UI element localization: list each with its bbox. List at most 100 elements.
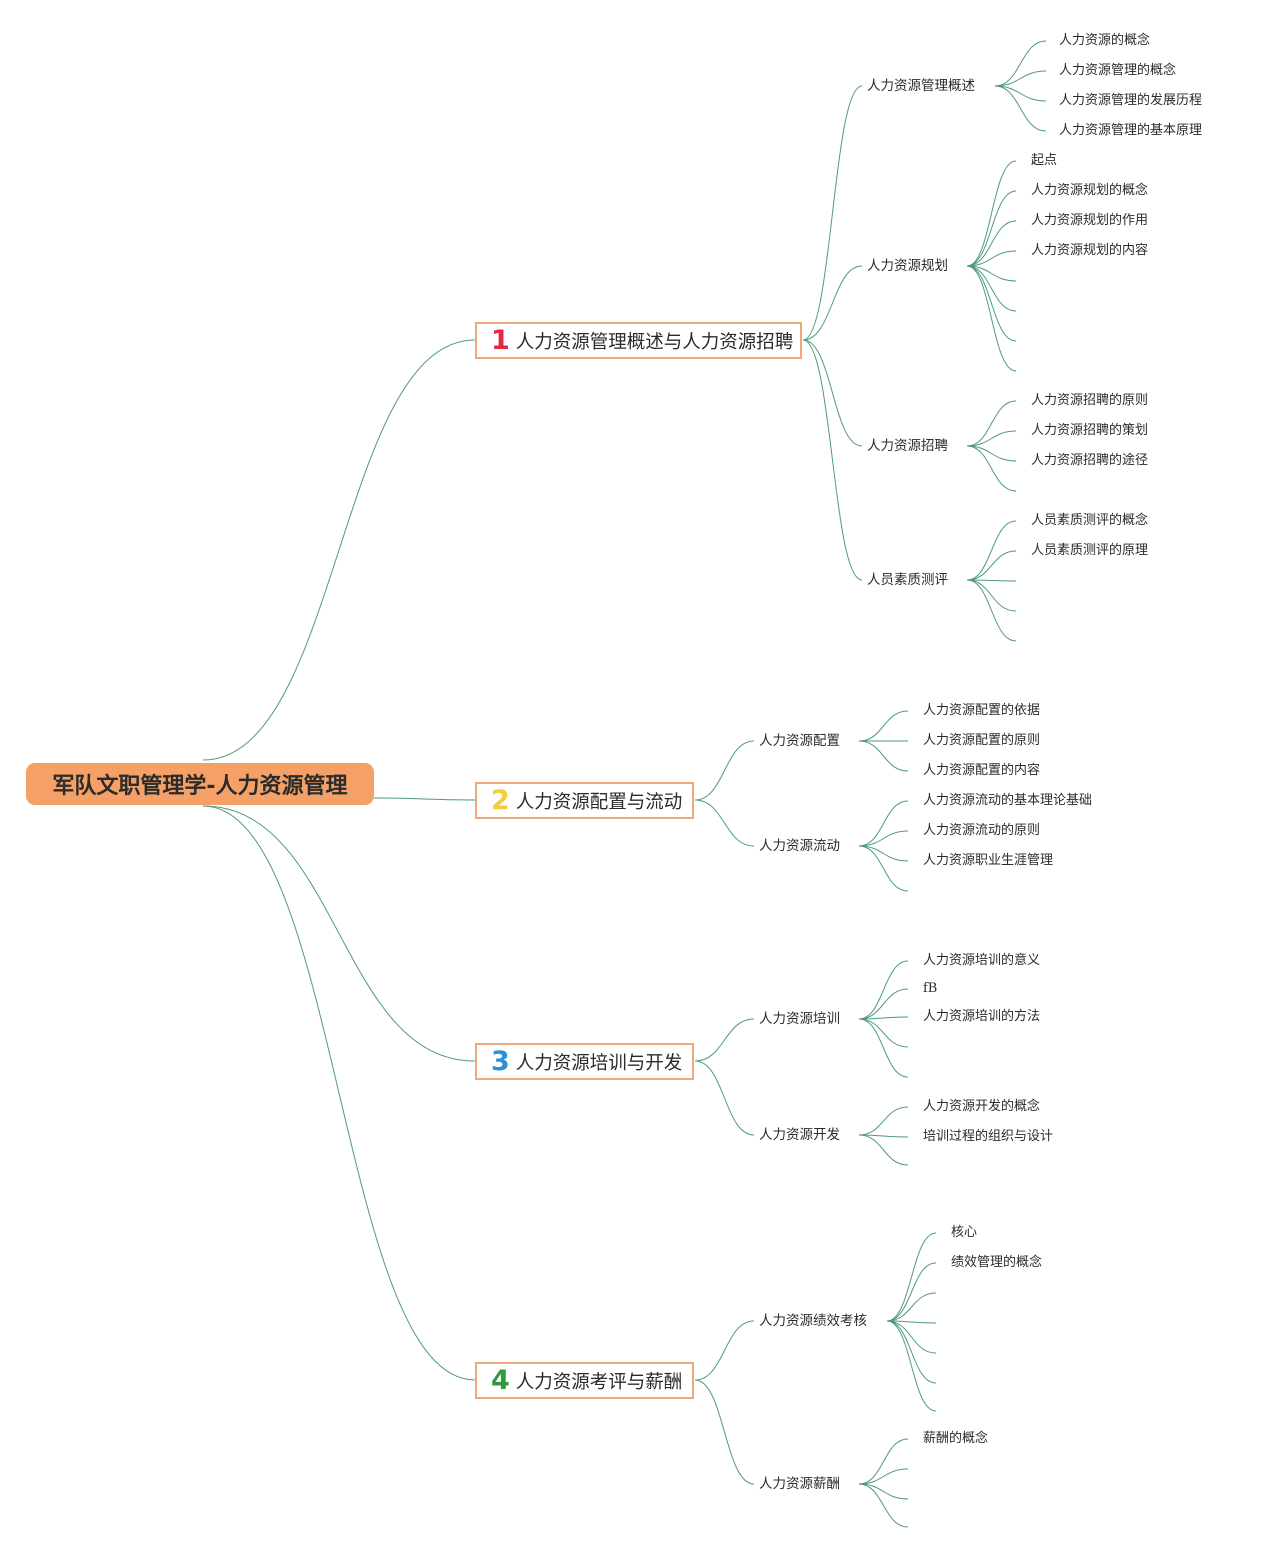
- leaf-node[interactable]: 人力资源配置的依据: [923, 703, 1041, 718]
- leaf-node[interactable]: 人力资源开发的概念: [923, 1099, 1041, 1114]
- subtopic-node[interactable]: 人力资源招聘: [867, 438, 948, 454]
- leaf-link-line: [886, 1320, 937, 1412]
- branch-link-line: [694, 1379, 755, 1485]
- leaf-node[interactable]: 人力资源流动的基本理论基础: [923, 793, 1093, 808]
- leaf-link-line: [858, 1483, 909, 1528]
- leaf-node[interactable]: 薪酬的概念: [923, 1431, 989, 1446]
- root-node-label: 军队文职管理学-人力资源管理: [52, 774, 348, 799]
- branch-link-line: [694, 1018, 755, 1062]
- leaf-node[interactable]: 人力资源管理的发展历程: [1059, 93, 1203, 108]
- leaf-node[interactable]: 起点: [1031, 153, 1058, 168]
- leaf-link-line: [858, 740, 909, 772]
- branch-link-line: [802, 339, 863, 447]
- subtopic-node[interactable]: 人力资源开发: [759, 1127, 840, 1143]
- leaf-node[interactable]: 人力资源规划的作用: [1031, 213, 1149, 228]
- branch-link-line: [802, 85, 863, 341]
- branch-node-3[interactable]: 3 人力资源培训与开发: [475, 1043, 694, 1080]
- leaf-link-line: [858, 1134, 909, 1166]
- branch-label: 人力资源配置与流动: [515, 791, 683, 813]
- subtopic-node[interactable]: 人力资源培训: [759, 1011, 840, 1027]
- leaf-link-line: [966, 550, 1017, 581]
- leaf-link-line: [994, 85, 1047, 102]
- leaf-node[interactable]: 人力资源流动的原则: [923, 823, 1041, 838]
- leaf-link-line: [994, 85, 1047, 132]
- branch-label: 人力资源管理概述与人力资源招聘: [515, 331, 794, 353]
- leaf-link-line: [858, 830, 909, 847]
- leaf-link-line: [858, 800, 909, 847]
- leaf-node[interactable]: 人力资源职业生涯管理: [923, 853, 1054, 868]
- leaf-link-line: [994, 40, 1047, 87]
- branch-link-line: [802, 339, 863, 581]
- number-two-icon: 2: [491, 785, 510, 816]
- leaf-link-line: [966, 220, 1017, 267]
- branch-link-line: [694, 1060, 755, 1136]
- leaf-link-line: [886, 1320, 937, 1354]
- leaf-link-line: [966, 250, 1017, 267]
- leaf-link-line: [858, 960, 909, 1020]
- leaf-link-line: [858, 1018, 909, 1078]
- root-link-line: [373, 797, 476, 801]
- leaf-link-line: [966, 579, 1017, 582]
- leaf-node[interactable]: 人力资源规划的内容: [1031, 243, 1149, 258]
- leaf-node[interactable]: 人员素质测评的原理: [1031, 543, 1149, 558]
- leaf-link-line: [966, 265, 1017, 372]
- leaf-link-line: [886, 1292, 937, 1322]
- leaf-link-line: [886, 1320, 937, 1324]
- leaf-link-line: [886, 1262, 937, 1322]
- leaf-node[interactable]: 绩效管理的概念: [951, 1255, 1043, 1270]
- subtopic-node[interactable]: 人力资源规划: [867, 258, 948, 274]
- leaf-link-line: [966, 520, 1017, 581]
- root-node[interactable]: 军队文职管理学-人力资源管理: [26, 763, 374, 805]
- branch-node-4[interactable]: 4 人力资源考评与薪酬: [475, 1362, 694, 1399]
- leaf-link-line: [858, 1468, 909, 1485]
- leaf-link-line: [886, 1320, 937, 1384]
- leaf-node[interactable]: 人员素质测评的概念: [1031, 513, 1149, 528]
- leaf-link-line: [966, 445, 1017, 492]
- leaf-node[interactable]: 人力资源培训的方法: [923, 1009, 1041, 1024]
- leaf-node[interactable]: 人力资源招聘的原则: [1031, 393, 1149, 408]
- leaf-node[interactable]: 人力资源的概念: [1059, 33, 1151, 48]
- leaf-link-line: [966, 190, 1017, 267]
- subtopic-node[interactable]: 人力资源绩效考核: [759, 1313, 867, 1329]
- leaf-node[interactable]: 人力资源配置的内容: [923, 763, 1041, 778]
- leaf-link-line: [858, 1438, 909, 1485]
- leaf-link-line: [966, 430, 1017, 447]
- leaf-node[interactable]: 人力资源招聘的策划: [1031, 423, 1149, 438]
- root-link-line: [202, 805, 476, 1381]
- leaf-node[interactable]: 人力资源管理的概念: [1059, 63, 1177, 78]
- leaf-link-line: [858, 988, 909, 1020]
- leaf-node[interactable]: 人力资源培训的意义: [923, 953, 1041, 968]
- leaf-link-line: [966, 160, 1017, 267]
- leaf-node[interactable]: 人力资源规划的概念: [1031, 183, 1149, 198]
- leaf-link-line: [994, 70, 1047, 87]
- leaf-node[interactable]: 人力资源招聘的途径: [1031, 453, 1149, 468]
- leaf-node[interactable]: 培训过程的组织与设计: [923, 1129, 1054, 1144]
- subtopic-node[interactable]: 人力资源配置: [759, 733, 840, 749]
- leaf-node[interactable]: 核心: [951, 1225, 978, 1240]
- leaf-node[interactable]: fB: [923, 981, 938, 996]
- leaf-link-line: [966, 400, 1017, 447]
- leaf-link-line: [858, 845, 909, 862]
- leaf-link-line: [966, 579, 1017, 642]
- subtopic-node[interactable]: 人力资源薪酬: [759, 1476, 840, 1492]
- branch-label: 人力资源考评与薪酬: [515, 1371, 683, 1393]
- branch-link-line: [802, 265, 863, 341]
- leaf-node[interactable]: 人力资源管理的基本原理: [1059, 123, 1203, 138]
- branch-link-line: [694, 740, 755, 801]
- leaf-link-line: [858, 1018, 909, 1048]
- subtopic-node[interactable]: 人力资源管理概述: [867, 78, 975, 94]
- root-link-line: [202, 805, 476, 1062]
- leaf-link-line: [858, 1106, 909, 1136]
- leaf-node[interactable]: 人力资源配置的原则: [923, 733, 1041, 748]
- branch-node-2[interactable]: 2 人力资源配置与流动: [475, 782, 694, 819]
- leaf-link-line: [858, 710, 909, 742]
- branch-link-line: [694, 799, 755, 847]
- leaf-link-line: [966, 265, 1017, 312]
- leaf-link-line: [886, 1232, 937, 1322]
- subtopic-node[interactable]: 人力资源流动: [759, 838, 840, 854]
- leaf-link-line: [966, 445, 1017, 462]
- branch-node-1[interactable]: 1 人力资源管理概述与人力资源招聘: [475, 322, 802, 359]
- subtopic-node[interactable]: 人员素质测评: [867, 572, 948, 588]
